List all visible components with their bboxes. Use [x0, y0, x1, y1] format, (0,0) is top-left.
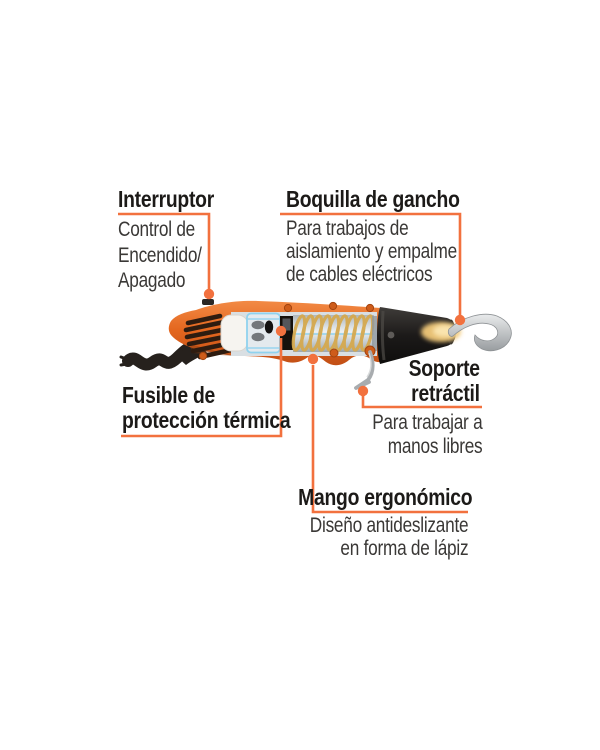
- callout-dot-interruptor: [203, 288, 215, 300]
- callout-title-interruptor: Interruptor: [118, 186, 214, 212]
- callout-desc-mango: Diseño antideslizante en forma de lápiz: [309, 514, 468, 560]
- power-switch-nub: [202, 299, 214, 305]
- callout-title-boquilla: Boquilla de gancho: [286, 186, 460, 212]
- callout-line-interruptor: [118, 212, 211, 289]
- callout-line-fusible: [121, 338, 283, 438]
- callout-dot-mango: [307, 353, 319, 365]
- hook-tip: [421, 313, 512, 352]
- retractable-stand: [354, 350, 375, 390]
- callout-line-soporte: [361, 396, 482, 409]
- callout-dot-fusible: [275, 325, 287, 337]
- callout-title-mango: Mango ergonómico: [297, 484, 472, 510]
- callout-title-fusible: Fusible de protección térmica: [122, 382, 291, 433]
- callout-desc-soporte: Para trabajar a manos libres: [371, 411, 482, 458]
- callout-title-soporte: Soporte retráctil: [408, 355, 480, 406]
- heating-element: [291, 314, 377, 352]
- thermal-fuse: [280, 316, 293, 350]
- callout-dot-boquilla: [454, 314, 466, 326]
- callout-dot-soporte: [357, 385, 369, 397]
- callout-desc-boquilla: Para trabajos de aislamiento y empalme d…: [286, 217, 457, 286]
- motor-end-cap: [220, 314, 249, 352]
- callout-line-boquilla: [280, 212, 462, 315]
- callout-desc-interruptor: Control de Encendido/ Apagado: [118, 218, 202, 292]
- callout-line-mango: [311, 365, 468, 514]
